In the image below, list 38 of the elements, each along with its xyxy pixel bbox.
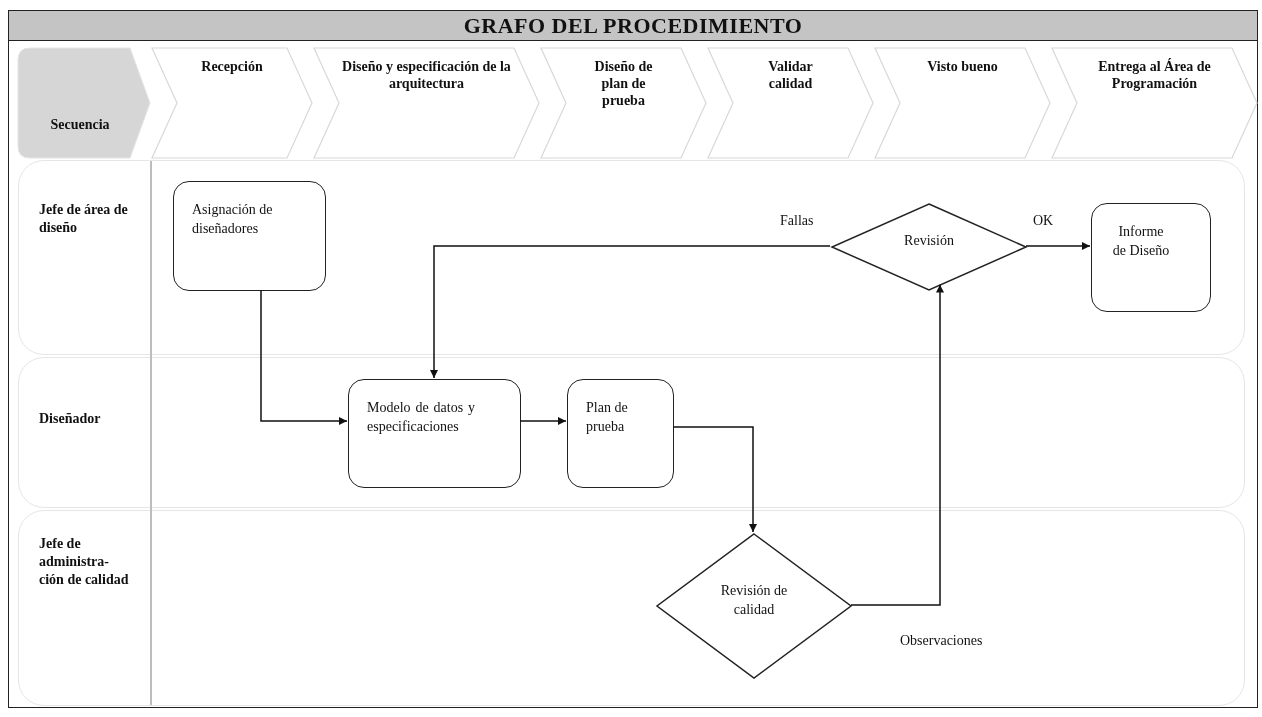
- connector-arrow: [519, 417, 567, 425]
- phase-label: Recepción: [200, 58, 264, 75]
- phase-header: [541, 48, 706, 158]
- decision-diamond: [831, 203, 1027, 291]
- connector-arrow: [1025, 242, 1091, 250]
- phase-header: [314, 48, 539, 158]
- phase-label: Diseño y especificación de la arquitectura: [342, 58, 511, 92]
- phase-label: Entrega al Área de Programación: [1097, 58, 1212, 92]
- connector-arrow: [430, 245, 831, 379]
- swimlane: [18, 510, 1245, 706]
- phase-header: [152, 48, 312, 158]
- box-label: Informe de Diseño: [1112, 223, 1170, 260]
- swimlane: [18, 357, 1245, 508]
- phase-label: Visto bueno: [926, 58, 999, 75]
- lane-label: Diseñador: [39, 410, 102, 428]
- connector-arrow: [850, 283, 944, 606]
- decision-diamond: [656, 533, 852, 679]
- diamond-label: Revisión: [903, 232, 955, 250]
- phase-label: Diseño de plan de prueba: [593, 58, 654, 109]
- phase-header: [1052, 48, 1257, 158]
- lane-label: Jefe de área de diseño: [39, 201, 129, 237]
- process-box: [1091, 203, 1211, 312]
- box-label: Asignación de diseñadores: [192, 201, 274, 238]
- phase-label: Validar calidad: [767, 58, 814, 92]
- diamond-label: Revisión de calidad: [719, 582, 789, 619]
- box-label: Modelo de datos y especificaciones: [367, 399, 475, 436]
- box-label: Plan de prueba: [586, 399, 629, 436]
- sequence-header: [18, 48, 150, 158]
- connector-arrow: [672, 426, 757, 533]
- process-box: [348, 379, 521, 488]
- phase-header: [875, 48, 1050, 158]
- phase-header: [708, 48, 873, 158]
- phase-label: Secuencia: [49, 116, 111, 133]
- connector-arrow: [260, 289, 348, 425]
- process-box: [173, 181, 326, 291]
- lane-label: Jefe de administra- ción de calidad: [39, 535, 130, 589]
- diagram-title: GRAFO DEL PROCEDIMIENTO: [9, 11, 1257, 41]
- process-box: [567, 379, 674, 488]
